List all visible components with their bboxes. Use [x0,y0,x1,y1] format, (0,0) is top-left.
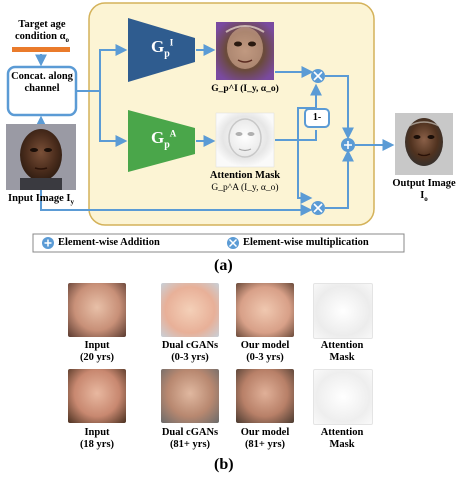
generator-a-block [128,110,195,172]
architecture-diagram [6,2,453,253]
example-attention-mask-2 [313,369,373,425]
generated-image-formula: G_p^I (I_y, α_o) [211,84,279,94]
example-input-20yrs [68,283,126,337]
example-dualcgan-0-3 [161,283,219,337]
target-age-bar [12,47,70,52]
legend-box [32,233,405,253]
multiply-node-top [311,69,325,83]
attention-mask-formula: G_p^A (I_y, α_o) [211,183,279,193]
one-minus-box [304,108,330,128]
target-age-label: Target age condition αo [15,19,69,45]
example-attention-mask-1 [313,283,373,339]
caption-ourmodel-81: Our model(81+ yrs) [240,427,290,450]
input-image-label: Input Image Iy [8,193,74,207]
caption-ourmodel-0-3: Our model(0-3 yrs) [240,340,290,363]
generator-i-block [128,18,195,82]
multiply-node-bottom [311,201,325,215]
output-face-image [395,113,453,175]
caption-input-20: Input(20 yrs) [79,340,115,363]
addition-legend-icon [42,237,54,249]
legend-multiplication-text: Element-wise multiplication [243,237,369,248]
legend-addition-text: Element-wise Addition [58,237,160,248]
example-ourmodel-0-3 [236,283,294,337]
attention-mask-image [215,112,275,168]
panel-a-label: (a) [214,257,233,274]
example-input-18yrs [68,369,126,423]
output-image-label: Output Image Io [392,178,456,204]
concat-label: Concat. along channel [11,71,73,94]
addition-node [341,138,355,152]
example-dualcgan-81 [161,369,219,423]
caption-dualcgan-0-3: Dual cGANs(0-3 yrs) [161,340,219,363]
one-minus-label: 1- [312,112,322,123]
generated-face-image [216,22,274,80]
example-ourmodel-81 [236,369,294,423]
caption-dualcgan-81: Dual cGANs(81+ yrs) [161,427,219,450]
caption-input-18: Input(18 yrs) [79,427,115,450]
panel-b-label: (b) [214,456,234,473]
multiplication-legend-icon [227,237,239,249]
attention-mask-title: Attention Mask [209,170,281,181]
generator-i-label: GpI [151,37,174,60]
input-face-image [6,124,76,190]
generator-a-label: GpA [151,128,177,151]
